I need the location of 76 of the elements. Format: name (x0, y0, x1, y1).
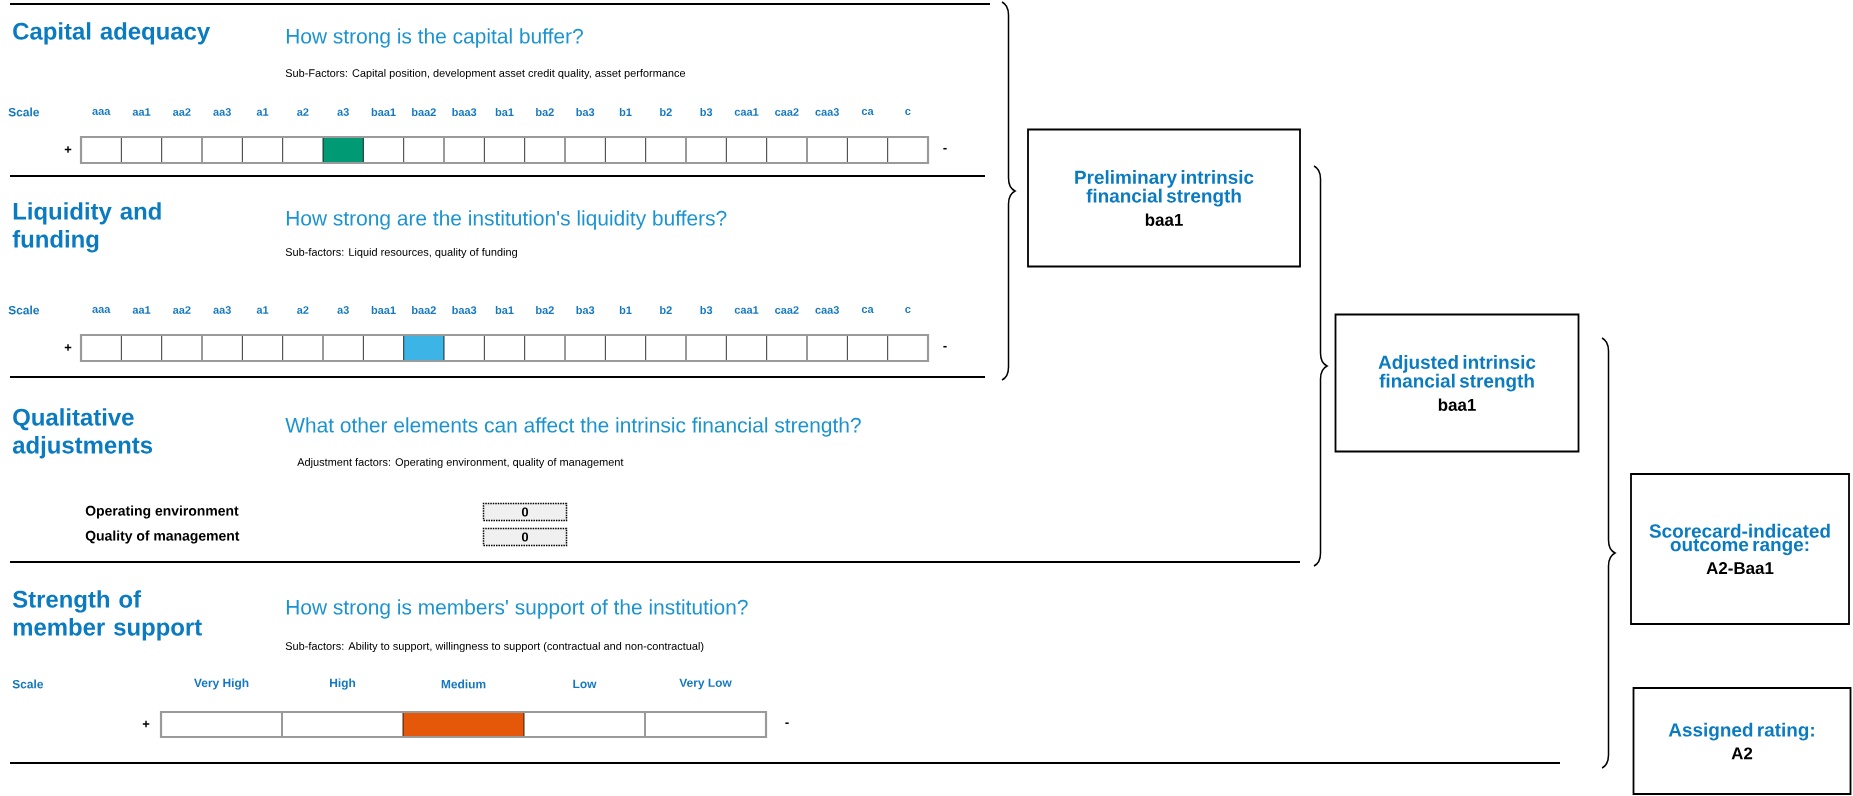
plus-sign: + (64, 146, 72, 153)
rating-box: Scorecard-indicated outcome range: A2-Baa1 (1630, 473, 1850, 625)
minus-sign: - (785, 722, 789, 724)
scale-grade: baa1 (371, 306, 396, 314)
subfactor-text: Sub-Factors: Capital position, development asset credit quality, asset performance (285, 68, 686, 80)
question-text: How strong is the capital buffer? (286, 28, 583, 48)
scale-grade: Very High (194, 678, 249, 690)
scale-grade: aaa (92, 307, 111, 313)
scale-grade: ba1 (495, 306, 514, 314)
scale-grade: Very Low (679, 678, 732, 690)
scale-grade: Low (573, 679, 597, 689)
scale-grade: c (905, 109, 911, 115)
scale-grade: c (905, 307, 911, 313)
scale-grade: ca (861, 109, 874, 115)
scale-grade: baa2 (412, 108, 436, 116)
value-field: 0 (482, 527, 568, 547)
scale-grade: aa1 (132, 306, 151, 314)
scale-grade: aa2 (173, 108, 191, 116)
scale-grade: b1 (619, 108, 632, 116)
scale-grade: aa3 (213, 306, 231, 314)
scale-grade: aa1 (132, 108, 151, 116)
scale-grade: a2 (297, 108, 309, 116)
plus-sign: + (142, 720, 150, 728)
scale-grade: caa1 (734, 306, 759, 314)
subfactor-text: Sub-factors: Liquid resources, quality of funding (285, 247, 517, 259)
minus-sign: - (943, 345, 947, 348)
scale-grade: High (330, 678, 356, 690)
scale-grade: baa3 (452, 305, 477, 315)
scale-grade: b2 (660, 306, 672, 314)
scale-grade: caa1 (734, 108, 759, 116)
scale-grade: aa3 (213, 108, 231, 116)
scale-grade: ba3 (576, 305, 595, 315)
scale-grade: a3 (337, 108, 349, 116)
scale-heading: Scale (12, 679, 44, 689)
question-text: What other elements can affect the intrinsic financial strength? (285, 417, 861, 437)
scale-grade: caa3 (815, 306, 839, 314)
scale-grade: caa3 (815, 108, 839, 116)
scale-grade: ba2 (536, 306, 554, 314)
question-text: How strong are the institution's liquidity buffers? (286, 210, 727, 230)
section-heading: Capital adequacy (13, 22, 211, 45)
rating-box: Assigned rating: A2 (1632, 687, 1852, 795)
question-text: How strong is members' support of the institution? (286, 599, 748, 619)
section-heading: Strength of member support (12, 590, 202, 641)
scale-grade: a2 (297, 306, 309, 314)
scale-grade: baa2 (412, 306, 436, 314)
scale-grade: a1 (256, 306, 269, 314)
scale-grade: baa1 (371, 108, 396, 116)
scale-grade: aaa (92, 109, 111, 115)
scale-grade: b2 (660, 108, 672, 116)
section-heading: Qualitative adjustments (12, 408, 153, 459)
rating-box: Preliminary intrinsic financial strength baa1 (1027, 128, 1301, 268)
scale-grade: b1 (619, 306, 632, 314)
scale-grade: Medium (441, 679, 486, 689)
subfactor-text: Sub-factors: Ability to support, willingness to support (contractual and non-contractual) (285, 641, 704, 653)
scale-grade: b3 (700, 305, 713, 315)
scale-grade: ba1 (495, 108, 514, 116)
scale-grade: ba2 (536, 108, 554, 116)
value-field: 0 (482, 502, 568, 522)
factor-name: Quality of management (85, 530, 240, 544)
scale-grade: b3 (700, 107, 713, 117)
scale-grade: caa2 (775, 306, 799, 314)
scale-grade: caa2 (775, 108, 799, 116)
minus-sign: - (943, 147, 947, 150)
scale-grade: ba3 (576, 107, 595, 117)
factor-name: Operating environment (85, 505, 239, 519)
scale-grade: ca (861, 307, 874, 313)
rating-box: Adjusted intrinsic financial strength baa1 (1334, 313, 1580, 453)
scale-grade: a1 (256, 108, 269, 116)
section-heading: Liquidity and funding (12, 202, 161, 253)
scale-grade: baa3 (452, 107, 477, 117)
subfactor-text: Adjustment factors: Operating environment, quality of management (297, 457, 624, 469)
plus-sign: + (64, 344, 72, 351)
scale-heading: Scale (8, 107, 40, 117)
scale-heading: Scale (8, 305, 40, 315)
scale-grade: a3 (337, 306, 349, 314)
scale-grade: aa2 (173, 306, 191, 314)
